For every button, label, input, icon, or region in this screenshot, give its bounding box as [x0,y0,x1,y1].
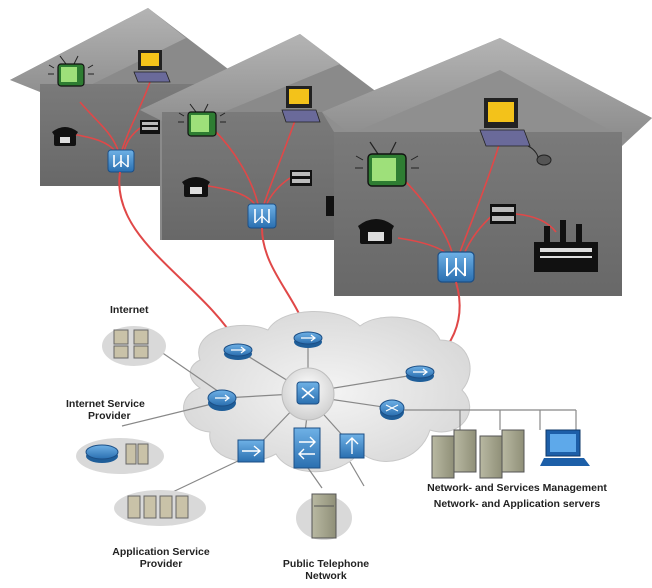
phone-icon [358,219,394,244]
home-gateway-icon [437,251,475,283]
pstn-label-line-1: Public Telephone [282,558,370,570]
router-icon [223,343,253,360]
management-label-line-1: Network- and Services Management [427,482,607,494]
central-hub [281,367,335,421]
asp-label-line-2: Provider [139,558,183,570]
pstn-label: Public Telephone Network [264,558,388,582]
pstn-server-icon [296,493,352,540]
router-icon [293,331,323,348]
switch-icon [339,433,365,459]
computer-icon [133,50,171,83]
appliance-partial-icon [326,196,334,216]
management-label-line-2: Network- and Application servers [433,498,601,510]
tv-icon [48,55,94,87]
isp-label: Internet Service Provider [66,398,196,422]
tv-icon [178,103,226,137]
home-gateway-icon [247,203,277,229]
phone-icon [182,177,210,197]
asp-label-line-1: Application Service [112,546,210,558]
telephone-switch-icon [293,427,321,469]
phone-icon [52,127,78,146]
pstn-label-line-2: Network [305,570,347,582]
router-icon [379,399,405,420]
appliance-icon [490,204,516,224]
internet-servers-icon [102,326,166,366]
home-gateway-icon [107,149,135,173]
isp-label-line-2: Provider [88,410,131,422]
isp-equipment-icon [76,438,164,474]
internet-label: Internet [110,304,149,316]
appliance-icon [290,170,312,186]
asp-servers-icon [114,490,206,526]
stove-icon [534,220,598,272]
management-label: Network- and Services Management Network… [392,482,642,510]
tv-icon [355,141,419,187]
router-icon [405,365,435,382]
switch-icon [237,439,265,463]
management-servers-icon [431,429,525,479]
appliance-icon [140,120,160,134]
computer-icon [281,86,321,123]
computer-icon [479,98,552,166]
isp-label-line-1: Internet Service [66,398,145,410]
router-icon [207,389,237,411]
laptop-icon [540,429,590,466]
asp-label: Application Service Provider [86,546,236,570]
